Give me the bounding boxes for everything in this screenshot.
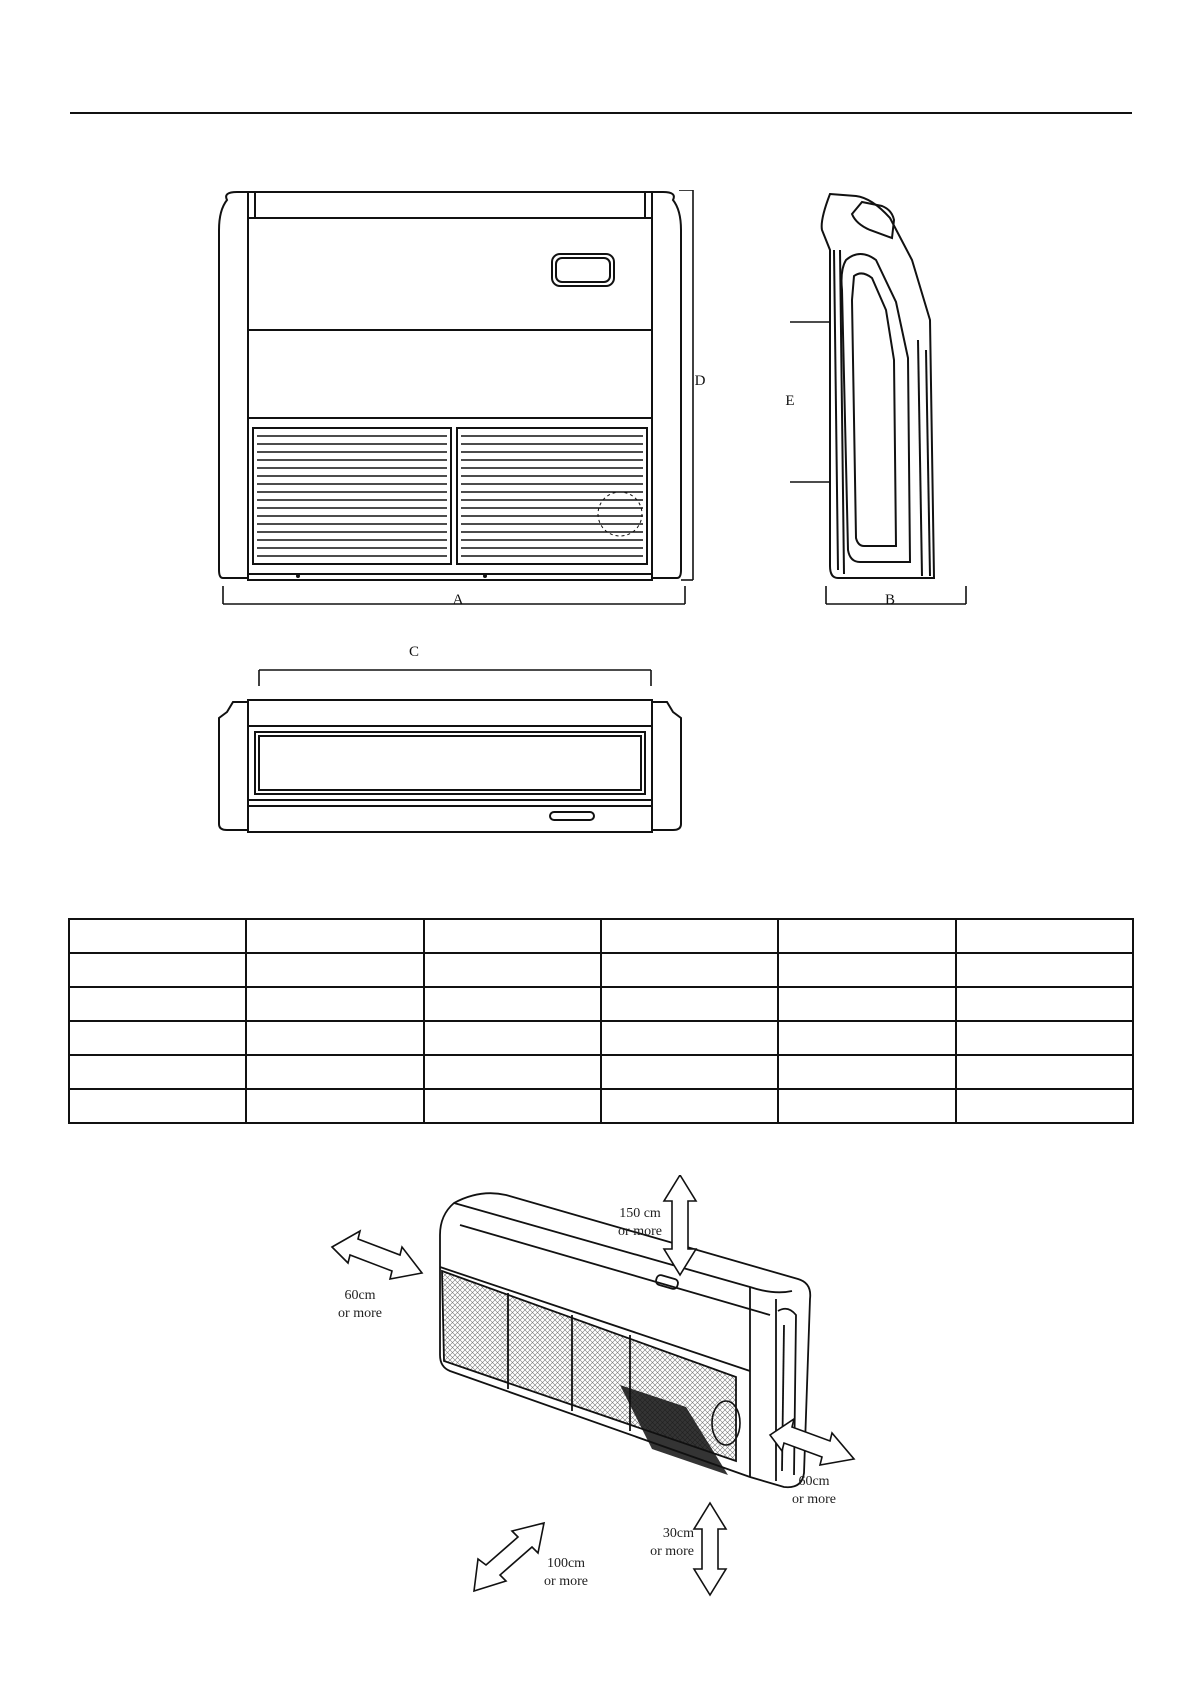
table-cell	[67, 1054, 248, 1090]
clearance-illustration: 150 cm or more 60cm or more 60cm or more…	[330, 1175, 856, 1597]
clearance-bottom-label: 30cm or more	[650, 1526, 694, 1559]
svg-text:E: E	[785, 393, 794, 409]
table-cell	[245, 1054, 425, 1090]
dimension-label-b: B	[885, 592, 895, 608]
fan-icon	[711, 1400, 741, 1446]
table-cell	[245, 1020, 425, 1056]
svg-text:60cm: 60cm	[344, 1288, 375, 1303]
svg-text:or more: or more	[544, 1574, 588, 1589]
table-cell	[67, 1020, 248, 1056]
top-view-drawing	[218, 669, 682, 833]
table-cell	[777, 986, 957, 1022]
table-row	[67, 952, 1135, 988]
svg-text:100cm: 100cm	[547, 1556, 585, 1571]
table-row	[67, 1088, 1135, 1124]
table-cell	[422, 952, 602, 988]
table-cell	[67, 952, 248, 988]
table-cell	[67, 1088, 248, 1124]
svg-text:or more: or more	[792, 1492, 836, 1507]
arrow-up-icon	[662, 1175, 698, 1277]
table-cell	[599, 986, 780, 1022]
front-view-drawing	[218, 190, 694, 605]
table-cell	[777, 1020, 957, 1056]
table-cell	[599, 918, 780, 954]
table-cell	[422, 1088, 602, 1124]
table-cell	[599, 1020, 780, 1056]
table-cell	[422, 986, 602, 1022]
table-cell	[599, 952, 780, 988]
table-cell	[777, 1088, 957, 1124]
table-cell	[599, 1088, 780, 1124]
svg-text:or more: or more	[618, 1224, 662, 1239]
table-row	[67, 986, 1135, 1022]
table-cell	[245, 986, 425, 1022]
clearance-top-label: 150 cm or more	[618, 1206, 662, 1239]
louver-panel	[620, 1385, 728, 1475]
dimension-label-d: D	[695, 373, 706, 389]
table-cell	[245, 952, 425, 988]
table-cell	[245, 1088, 425, 1124]
table-row	[67, 1020, 1135, 1056]
table-cell	[67, 986, 248, 1022]
arrow-down-icon	[692, 1501, 728, 1597]
svg-text:or more: or more	[650, 1544, 694, 1559]
top-rule	[70, 112, 1132, 114]
svg-text:or more: or more	[338, 1306, 382, 1321]
table-cell	[245, 918, 425, 954]
dimension-label-a: A	[453, 592, 464, 608]
table-cell	[599, 1054, 780, 1090]
svg-text:B: B	[885, 592, 895, 608]
side-view-drawing	[790, 192, 967, 605]
table-cell	[954, 1054, 1135, 1090]
table-cell	[777, 1054, 957, 1090]
dimension-table	[67, 918, 1135, 1124]
table-row	[67, 918, 1135, 954]
arrow-left-icon	[330, 1229, 424, 1281]
table-cell	[777, 952, 957, 988]
table-cell	[777, 918, 957, 954]
table-cell	[954, 952, 1135, 988]
svg-text:30cm: 30cm	[663, 1526, 694, 1541]
svg-text:A: A	[453, 592, 464, 608]
table-cell	[954, 918, 1135, 954]
table-cell	[954, 1020, 1135, 1056]
svg-text:D: D	[695, 373, 706, 389]
table-cell	[67, 918, 248, 954]
clearance-right-label: 60cm or more	[792, 1474, 836, 1507]
svg-text:150 cm: 150 cm	[619, 1206, 661, 1221]
svg-text:60cm: 60cm	[798, 1474, 829, 1489]
dimension-label-c: C	[409, 644, 419, 660]
svg-text:C: C	[409, 644, 419, 660]
table-row	[67, 1054, 1135, 1090]
arrow-right-icon	[768, 1417, 856, 1467]
table-cell	[422, 918, 602, 954]
dimension-label-e: E	[785, 393, 794, 409]
clearance-left-label: 60cm or more	[338, 1288, 382, 1321]
table-cell	[422, 1054, 602, 1090]
table-cell	[954, 1088, 1135, 1124]
clearance-front-label: 100cm or more	[544, 1556, 588, 1589]
table-cell	[422, 1020, 602, 1056]
table-cell	[954, 986, 1135, 1022]
arrow-front-icon	[473, 1521, 546, 1593]
